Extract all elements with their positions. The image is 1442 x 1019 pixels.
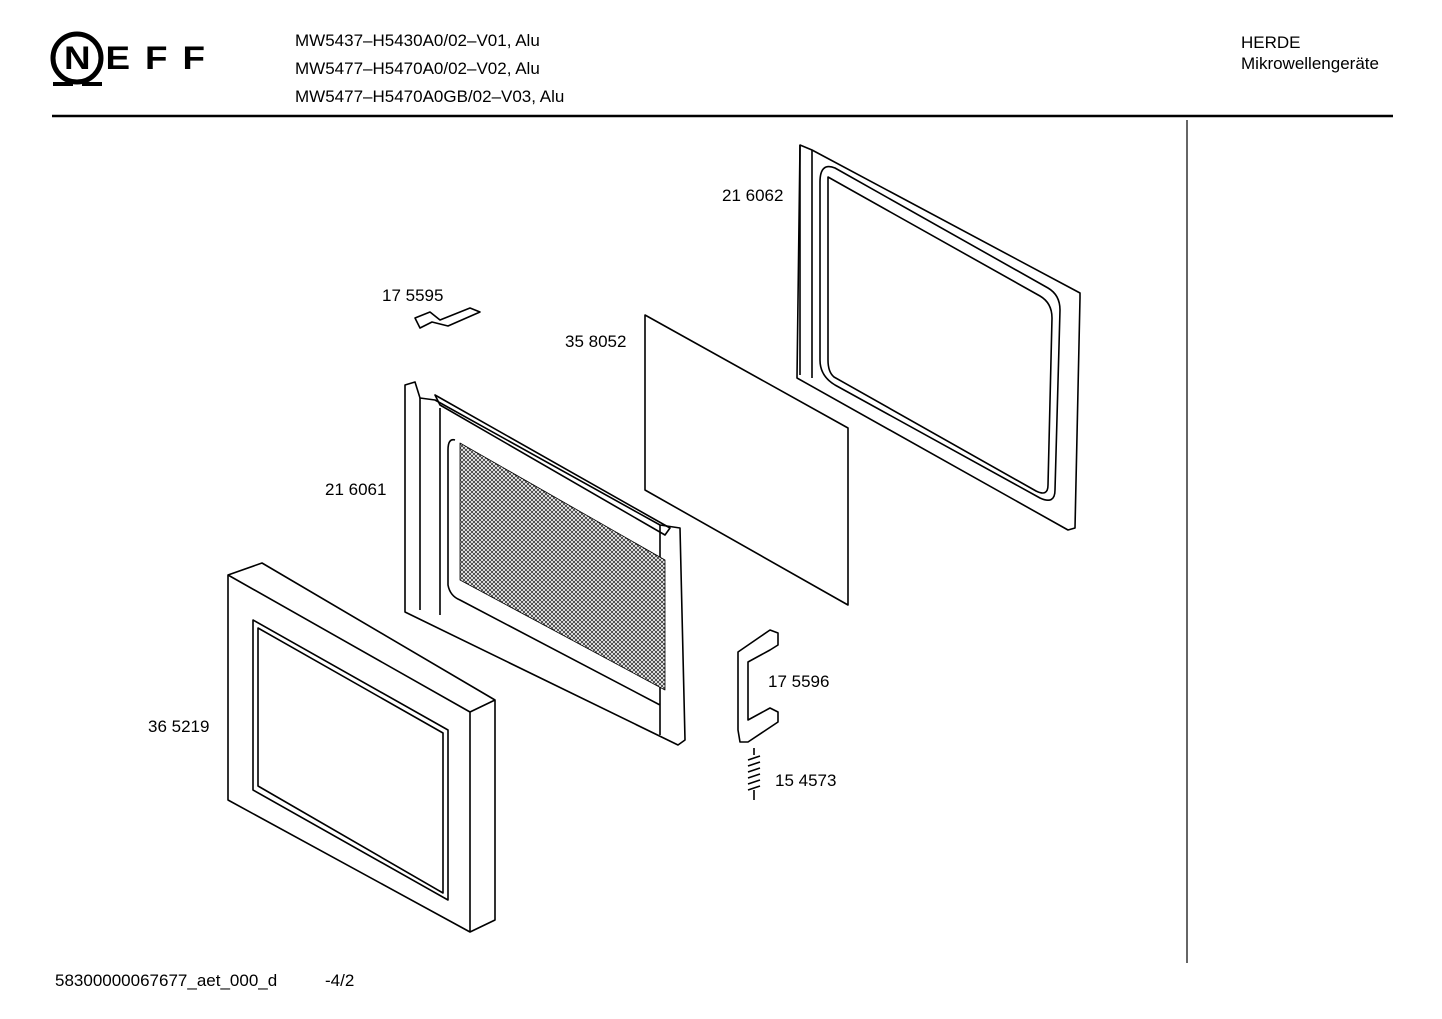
part-label: 15 4573 [775,771,837,790]
neff-logo-ring [50,31,104,86]
model-line-2: MW5477–H5470A0/02–V02, Alu [295,59,540,78]
part-label: 17 5595 [382,286,444,305]
document-id: 58300000067677_aet_000_d [55,971,278,990]
part-label: 36 5219 [148,717,210,736]
model-line-1: MW5437–H5430A0/02–V01, Alu [295,31,540,50]
spring-part [747,748,761,800]
brand-logo-text: NEFF [64,40,220,76]
subcategory-label: Mikrowellengeräte [1241,54,1379,73]
outer-door-frame-part [227,562,496,933]
back-frame-part [796,144,1081,531]
part-label: 21 6062 [722,186,784,205]
category-label: HERDE [1241,33,1301,52]
glass-pane-part [644,314,849,606]
part-label: 17 5596 [768,672,830,691]
part-label: 35 8052 [565,332,627,351]
page-number: -4/2 [325,971,355,990]
part-label: 21 6061 [325,480,387,499]
model-line-3: MW5477–H5470A0GB/02–V03, Alu [295,87,565,106]
inner-door-part [404,381,686,746]
bracket-part [737,629,779,743]
clip-part [414,307,481,329]
